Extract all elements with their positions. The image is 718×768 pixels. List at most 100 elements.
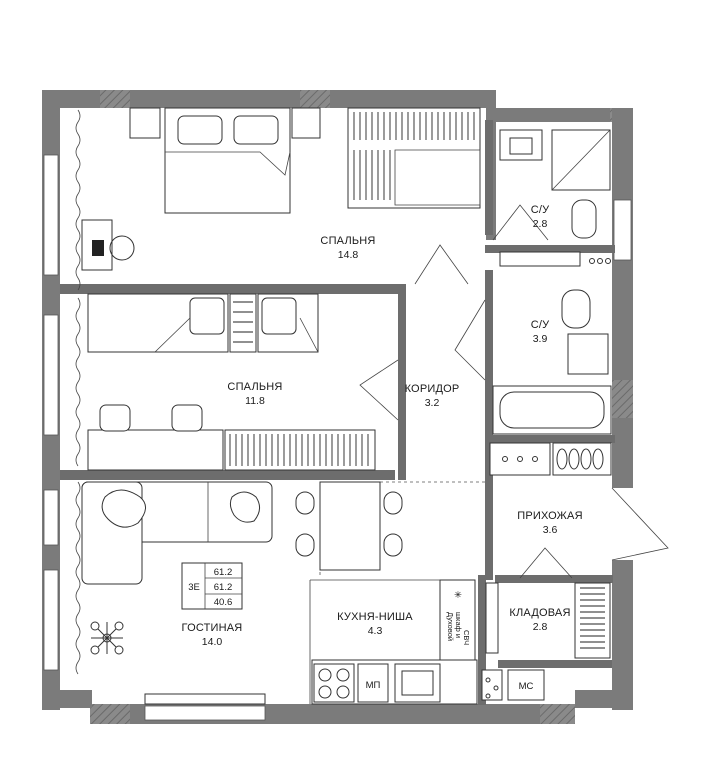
wall-bottom-left xyxy=(42,690,92,708)
wall-bedrooms xyxy=(60,284,405,294)
hall-name: ПРИХОЖАЯ xyxy=(517,510,582,522)
shoe-cabinet xyxy=(489,442,551,476)
dining-chair-2 xyxy=(295,533,315,557)
wall-top-left xyxy=(42,90,490,108)
dining-table xyxy=(319,481,381,571)
wall-top-right xyxy=(490,108,633,122)
toilet-bath1 xyxy=(571,199,597,239)
dining-chair-4 xyxy=(383,533,403,557)
summary-type: 3Е xyxy=(188,582,200,593)
cushion-1 xyxy=(101,489,146,528)
bedroom-1: СПАЛЬНЯ 14.8 xyxy=(75,107,481,291)
wardrobe-hatch-1 xyxy=(353,112,475,200)
wall-bath1-left xyxy=(485,120,493,235)
wall-bath2-bottom xyxy=(485,435,615,443)
pillow-3 xyxy=(189,297,225,335)
laptop-icon xyxy=(92,240,104,256)
wardrobe-open-area xyxy=(394,149,481,206)
storage: КЛАДОВАЯ 2.8 МС xyxy=(481,582,611,701)
outer-walls xyxy=(42,90,633,724)
curtain-bedroom2 xyxy=(75,297,81,467)
door-bedroom1 xyxy=(414,244,469,285)
bathtub-inner xyxy=(499,391,605,429)
wall-hall-left xyxy=(485,480,493,580)
storage-area: 2.8 xyxy=(533,621,548,633)
window-left-3 xyxy=(43,489,59,546)
blanket-fold xyxy=(165,151,291,176)
curtain-living xyxy=(75,481,81,675)
wall-bath-divider xyxy=(485,245,615,253)
chair xyxy=(109,235,135,261)
door-entry xyxy=(611,487,669,561)
bathroom-2: С/У 3.9 xyxy=(492,251,612,435)
wall-right-upper xyxy=(612,108,633,488)
summary-box xyxy=(181,562,243,610)
cushion-2 xyxy=(229,491,260,523)
wall-right-lower xyxy=(612,560,633,710)
blanket-3 xyxy=(299,317,319,353)
pillow-1 xyxy=(177,115,223,145)
window-left-1 xyxy=(43,154,59,276)
bedroom1-name: СПАЛЬНЯ xyxy=(320,235,375,247)
waste-shaft-label: МС xyxy=(519,681,534,692)
bedroom1-area: 14.8 xyxy=(338,249,359,261)
window-bottom xyxy=(144,705,266,721)
ladder xyxy=(229,293,257,353)
door-storage xyxy=(519,547,573,579)
door-bath2 xyxy=(454,299,486,381)
storage-rail xyxy=(485,582,499,654)
living-name: ГОСТИНАЯ xyxy=(182,622,243,634)
sink-basin-1 xyxy=(509,137,533,155)
wall-bottom-right xyxy=(575,690,633,708)
bath1-name: С/У xyxy=(531,204,550,216)
bedroom-2: СПАЛЬНЯ 11.8 xyxy=(75,293,399,471)
tall-cabinet xyxy=(439,579,476,661)
dining-chair-1 xyxy=(295,491,315,515)
toilet-bath2 xyxy=(561,289,591,329)
window-right xyxy=(613,199,632,261)
bath2-name: С/У xyxy=(531,319,550,331)
bedroom2-name: СПАЛЬНЯ xyxy=(227,381,282,393)
wall-storage-left xyxy=(478,575,486,705)
interior-walls xyxy=(60,120,615,705)
column-right xyxy=(612,380,633,418)
wall-corridor-left xyxy=(398,284,406,480)
storage-shelves xyxy=(574,582,611,659)
dishwasher-label: МП xyxy=(366,680,381,691)
nightstand-right xyxy=(291,107,321,139)
column-top-1 xyxy=(100,90,130,108)
plant-icon xyxy=(90,621,124,655)
sink-bath2 xyxy=(567,333,609,375)
oven-label-1: Духовой xyxy=(446,612,455,641)
cooktop xyxy=(313,663,355,703)
bathroom-1: С/У 2.8 xyxy=(492,129,611,241)
pillow-4 xyxy=(261,297,297,335)
kitchen: МП ✳ Духовой шкаф и СВЧ КУХНЯ-НИША 4.3 xyxy=(309,579,478,705)
hall: ПРИХОЖАЯ 3.6 xyxy=(319,442,669,579)
kitchen-area: 4.3 xyxy=(368,625,383,637)
curtain-bedroom1 xyxy=(75,109,81,291)
living-room: ГОСТИНАЯ 14.0 xyxy=(75,481,403,705)
wall-storage-bottom xyxy=(498,660,612,668)
wardrobe-bedroom2 xyxy=(224,429,376,471)
kitchen-name: КУХНЯ-НИША xyxy=(337,611,413,623)
bedroom2-area: 11.8 xyxy=(245,395,265,407)
window-left-4 xyxy=(43,569,59,671)
wall-living-top xyxy=(60,470,395,480)
corridor-area: 3.2 xyxy=(425,397,440,409)
bath2-area: 3.9 xyxy=(533,333,548,345)
corridor-name: КОРИДОР xyxy=(405,383,460,395)
summary-value-2: 61.2 xyxy=(214,582,233,593)
chair-1 xyxy=(99,404,131,432)
shoe-rack xyxy=(552,442,612,476)
wall-bath2-left xyxy=(485,270,493,480)
oven-label-2: шкаф и xyxy=(454,612,463,638)
blanket-2 xyxy=(154,317,191,353)
nightstand-left xyxy=(129,107,161,139)
chair-2 xyxy=(171,404,203,432)
bath1-area: 2.8 xyxy=(533,218,548,230)
pillow-2 xyxy=(233,115,279,145)
column-bottom-2 xyxy=(540,704,575,724)
storage-name: КЛАДОВАЯ xyxy=(509,607,570,619)
